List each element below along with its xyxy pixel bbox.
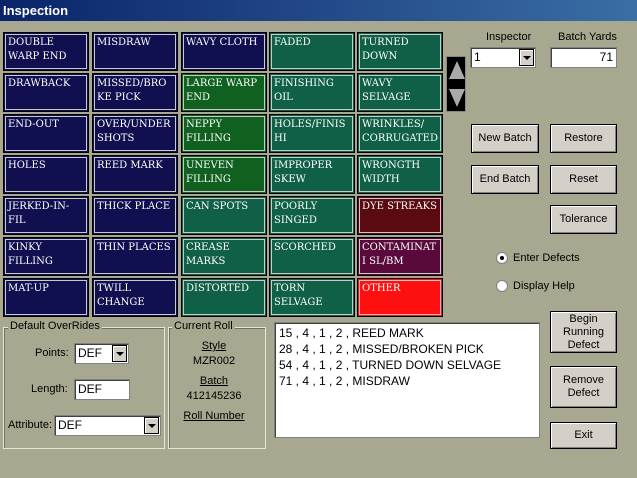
defect-button[interactable]: MISSED/BROKE PICK — [92, 73, 178, 112]
defect-button[interactable]: CAN SPOTS — [181, 196, 267, 235]
reset-button[interactable]: Reset — [550, 165, 617, 194]
batch-label: Batch — [199, 375, 229, 387]
list-item[interactable]: 28 , 4 , 1 , 2 , MISSED/BROKEN PICK — [279, 342, 484, 356]
new-batch-button[interactable]: New Batch — [471, 124, 539, 153]
defect-scroll[interactable] — [446, 56, 466, 112]
list-item[interactable]: 54 , 4 , 1 , 2 , TURNED DOWN SELVAGE — [279, 358, 502, 372]
defect-button[interactable]: END-OUT — [3, 114, 89, 153]
defect-button[interactable]: LARGE WARP END — [181, 73, 267, 112]
display-help-radio[interactable] — [496, 280, 508, 292]
points-select[interactable]: DEF — [74, 343, 129, 364]
scroll-up-icon[interactable] — [449, 61, 465, 79]
defect-button[interactable]: IMPROPER SKEW — [269, 155, 355, 194]
inspector-value: 1 — [474, 50, 481, 64]
defect-button[interactable]: DYE STREAKS — [357, 196, 443, 235]
defect-button[interactable]: KINKY FILLING — [3, 237, 89, 276]
end-batch-button[interactable]: End Batch — [471, 165, 539, 194]
window-title: Inspection — [0, 0, 637, 21]
defect-button[interactable]: TORN SELVAGE — [269, 278, 355, 317]
list-item[interactable]: 15 , 4 , 1 , 2 , REED MARK — [279, 326, 424, 340]
defect-button[interactable]: REED MARK — [92, 155, 178, 194]
points-value: DEF — [78, 346, 102, 360]
defect-button[interactable]: OVER/UNDER SHOTS — [92, 114, 178, 153]
attribute-select[interactable]: DEF — [54, 415, 161, 436]
style-label: Style — [201, 340, 227, 352]
defect-button[interactable]: JERKED-IN-FIL — [3, 196, 89, 235]
display-help-label: Display Help — [513, 280, 575, 292]
defect-button[interactable]: POORLY SINGED — [269, 196, 355, 235]
exit-button[interactable]: Exit — [550, 422, 617, 449]
inspector-select[interactable]: 1 — [470, 47, 536, 68]
defect-button[interactable]: WAVY CLOTH — [181, 32, 267, 71]
defect-button[interactable]: CREASE MARKS — [181, 237, 267, 276]
chevron-down-icon[interactable] — [112, 345, 127, 362]
restore-button[interactable]: Restore — [550, 124, 617, 153]
default-overrides-title: Default OverRides — [8, 320, 102, 332]
defect-button[interactable]: SCORCHED — [269, 237, 355, 276]
current-roll-title: Current Roll — [172, 320, 235, 332]
defect-button[interactable]: MAT-UP — [3, 278, 89, 317]
defect-button[interactable]: DOUBLE WARP END — [3, 32, 89, 71]
enter-defects-radio[interactable] — [496, 252, 508, 264]
defect-button[interactable]: TURNED DOWN — [357, 32, 443, 71]
scroll-down-icon[interactable] — [449, 89, 465, 107]
length-label: Length: — [31, 383, 68, 395]
list-item[interactable]: 71 , 4 , 1 , 2 , MISDRAW — [279, 374, 410, 388]
defect-log-list[interactable]: 15 , 4 , 1 , 2 , REED MARK 28 , 4 , 1 , … — [274, 322, 540, 438]
defect-button[interactable]: MISDRAW — [92, 32, 178, 71]
style-value: MZR002 — [192, 355, 236, 367]
defect-button[interactable]: HOLES — [3, 155, 89, 194]
defect-button[interactable]: UNEVEN FILLING — [181, 155, 267, 194]
batch-value: 412145236 — [186, 390, 242, 402]
defect-button[interactable]: WAVY SELVAGE — [357, 73, 443, 112]
attribute-value: DEF — [58, 418, 82, 432]
batch-yards-label: Batch Yards — [558, 31, 617, 43]
defect-button[interactable]: THICK PLACE — [92, 196, 178, 235]
defect-button[interactable]: NEPPY FILLING — [181, 114, 267, 153]
chevron-down-icon[interactable] — [519, 49, 534, 66]
defect-button[interactable]: THIN PLACES — [92, 237, 178, 276]
length-field[interactable]: DEF — [74, 379, 130, 400]
defect-button[interactable]: HOLES/FINISHI — [269, 114, 355, 153]
defect-button[interactable]: CONTAMINATI SL/BM — [357, 237, 443, 276]
defect-button[interactable]: FINISHING OIL — [269, 73, 355, 112]
defect-button[interactable]: DISTORTED — [181, 278, 267, 317]
tolerance-button[interactable]: Tolerance — [550, 205, 617, 234]
defect-button[interactable]: TWILL CHANGE — [92, 278, 178, 317]
points-label: Points: — [35, 347, 69, 359]
defect-button[interactable]: DRAWBACK — [3, 73, 89, 112]
defect-button[interactable]: FADED — [269, 32, 355, 71]
chevron-down-icon[interactable] — [144, 417, 159, 434]
attribute-label: Attribute: — [8, 419, 53, 431]
remove-defect-button[interactable]: Remove Defect — [550, 366, 617, 408]
defect-button[interactable]: WRINKLES/ CORRUGATED — [357, 114, 443, 153]
enter-defects-label: Enter Defects — [513, 252, 580, 264]
batch-yards-field[interactable]: 71 — [550, 47, 617, 68]
inspector-label: Inspector — [486, 31, 532, 43]
roll-number-label: Roll Number — [183, 410, 245, 422]
defect-button[interactable]: OTHER — [357, 278, 443, 317]
begin-running-defect-button[interactable]: Begin Running Defect — [550, 311, 617, 353]
defect-button[interactable]: WRONGTH WIDTH — [357, 155, 443, 194]
